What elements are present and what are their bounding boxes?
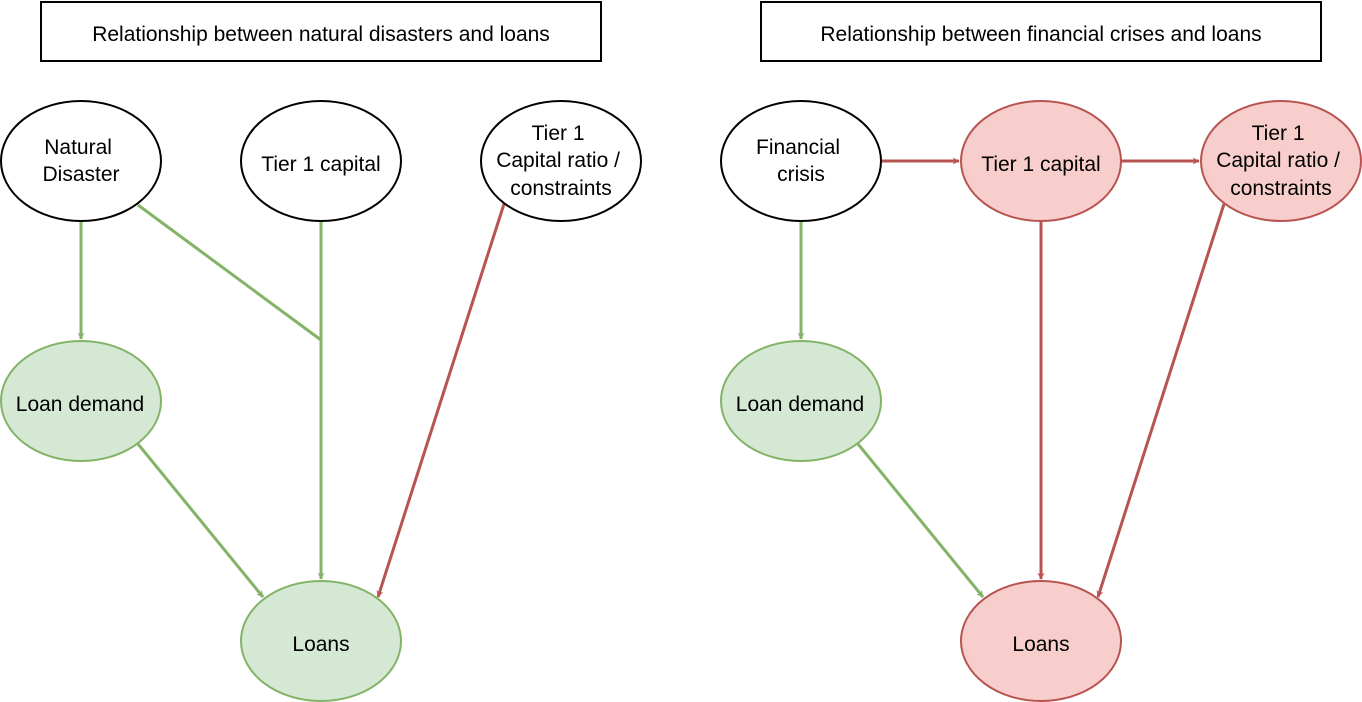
- node-financial-crisis-label-line2: crisis: [777, 163, 825, 186]
- node-tier1-ratio-label-line3: constraints: [510, 177, 612, 200]
- svg-text:Tier 1 Capital ratio /: Tier 1 Capital ratio / constraints: [1216, 122, 1346, 200]
- node-loan-demand-right: Loan demand: [720, 340, 882, 462]
- node-tier1-ratio-right-label-line1: Tier 1: [1252, 122, 1305, 145]
- edge-loan-demand-to-loans: [856, 443, 985, 598]
- node-natural-disaster: Natural Disaster: [0, 100, 162, 222]
- svg-text:Natural Disaster: Natural Disaster: [42, 136, 119, 186]
- node-tier1-capital-label: Tier 1 capital: [261, 153, 380, 176]
- node-financial-crisis-label-line1: Financial: [756, 136, 840, 159]
- edge-tier1-ratio-to-loans: [376, 203, 506, 598]
- svg-text:Financial crisis: Financial crisis: [756, 136, 846, 186]
- node-natural-disaster-label-line2: Disaster: [42, 163, 119, 186]
- node-tier1-ratio-label-line2: Capital ratio /: [496, 149, 620, 172]
- right-edges: [797, 157, 1226, 598]
- node-tier1-ratio-right: Tier 1 Capital ratio / constraints: [1200, 100, 1362, 222]
- left-edges: [77, 203, 506, 598]
- node-tier1-ratio-label-line1: Tier 1: [532, 122, 585, 145]
- node-loan-demand-right-label: Loan demand: [736, 393, 864, 416]
- node-loan-demand-label: Loan demand: [16, 393, 144, 416]
- right-title: Relationship between financial crises an…: [820, 23, 1261, 46]
- left-title-box: Relationship between natural disasters a…: [40, 1, 602, 62]
- node-tier1-capital-right: Tier 1 capital: [960, 100, 1122, 222]
- node-financial-crisis: Financial crisis: [720, 100, 882, 222]
- edge-tier1-ratio-to-loans: [1096, 203, 1226, 598]
- left-title: Relationship between natural disasters a…: [92, 23, 550, 46]
- edge-loan-demand-to-loans: [136, 443, 265, 598]
- node-tier1-ratio: Tier 1 Capital ratio / constraints: [480, 100, 642, 222]
- node-tier1-ratio-right-label-line3: constraints: [1230, 177, 1332, 200]
- right-panel: Relationship between financial crises an…: [720, 1, 1362, 702]
- node-natural-disaster-label-line1: Natural: [44, 136, 112, 159]
- svg-text:Tier 1 Capital ratio /: Tier 1 Capital ratio / constraints: [496, 122, 626, 200]
- node-loans: Loans: [240, 580, 402, 702]
- right-title-box: Relationship between financial crises an…: [760, 1, 1322, 62]
- edge-natural-disaster-to-junction: [137, 203, 322, 342]
- left-panel: Relationship between natural disasters a…: [0, 1, 642, 702]
- node-loans-label: Loans: [292, 633, 349, 656]
- node-loans-right: Loans: [960, 580, 1122, 702]
- node-loans-right-label: Loans: [1012, 633, 1069, 656]
- node-tier1-capital: Tier 1 capital: [240, 100, 402, 222]
- node-loan-demand: Loan demand: [0, 340, 162, 462]
- node-tier1-capital-right-label: Tier 1 capital: [981, 153, 1100, 176]
- node-tier1-ratio-right-label-line2: Capital ratio /: [1216, 149, 1340, 172]
